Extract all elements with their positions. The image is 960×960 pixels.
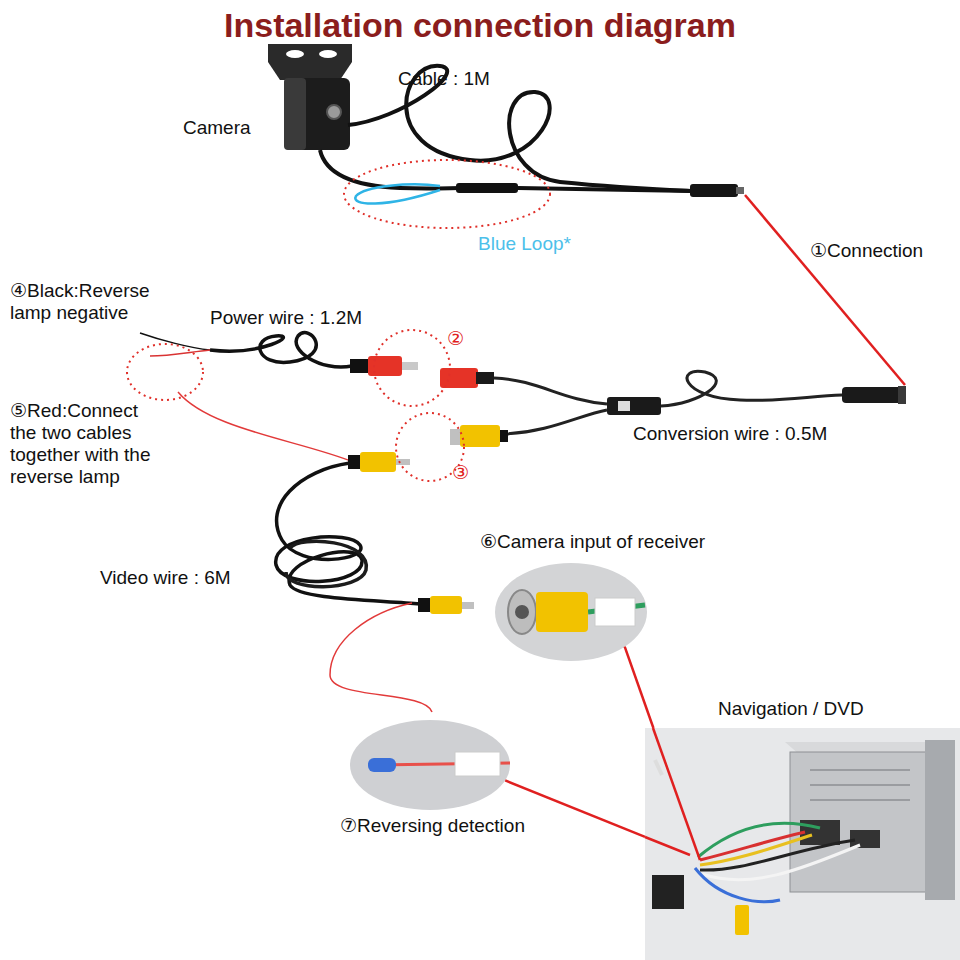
callout-label: ⑤Red:Connect the two cables together wit… <box>10 400 160 488</box>
node-heading: Navigation / DVD <box>718 698 948 720</box>
black-wire <box>140 333 210 350</box>
yellow-rca-plug <box>430 596 462 614</box>
socket-rear <box>476 372 494 384</box>
blue-loop <box>355 184 440 203</box>
bracket-hole <box>319 50 337 58</box>
photo-circle <box>495 563 647 661</box>
length-label: Cable : 1M <box>398 68 548 90</box>
camera-cable <box>518 188 692 191</box>
red-wire <box>150 350 210 356</box>
bracket-hole <box>286 50 304 58</box>
video-wire <box>276 463 420 604</box>
length-label: Conversion wire : 0.5M <box>633 423 893 445</box>
photo-circle <box>350 720 510 810</box>
diagram-title: Installation connection diagram <box>0 4 960 46</box>
node-heading: ⑦Reversing detection <box>340 815 600 837</box>
callout-number: ③ <box>452 462 482 484</box>
note-label: Blue Loop* <box>478 233 618 255</box>
plug-tip <box>462 602 474 609</box>
callout-label: ④Black:Reverse lamp negative <box>10 280 185 324</box>
red-dc-plug <box>368 356 402 376</box>
camera-cable <box>348 66 692 191</box>
receiver-input-photo: ⑥Camera input of receiver <box>495 563 647 661</box>
camera-screw <box>327 105 341 119</box>
camera-side <box>284 78 306 150</box>
node-outline <box>495 563 647 661</box>
plug-sleeve <box>350 359 370 373</box>
power-wire <box>210 333 352 367</box>
reverse-wire-photo: ⑦Reversing detection <box>350 720 510 810</box>
heat-shrink <box>456 183 518 193</box>
socket-rim <box>450 429 462 445</box>
dotted-highlight <box>374 330 450 406</box>
yellow-rca-plug <box>360 452 396 472</box>
callout-number: ② <box>447 328 477 350</box>
head-unit-photo: Navigation / DVD <box>645 728 960 960</box>
leader-line <box>505 780 645 836</box>
plug-sleeve <box>418 598 430 612</box>
plug-tip <box>396 459 410 465</box>
video-wire <box>286 541 366 587</box>
dotted-highlight <box>344 160 550 228</box>
conversion-wire <box>494 378 607 404</box>
junction-tag <box>618 401 630 411</box>
camera-bracket <box>268 44 352 80</box>
node-heading: ⑥Camera input of receiver <box>480 531 770 553</box>
length-label: Video wire : 6M <box>100 567 270 589</box>
plug-sleeve <box>348 455 360 469</box>
red-trigger-wire <box>178 392 356 463</box>
red-trigger-wire <box>330 603 432 712</box>
callout-label: ①Connection <box>810 240 960 262</box>
conversion-wire <box>505 410 607 434</box>
dotted-highlight <box>127 344 203 400</box>
camera-body <box>284 78 350 150</box>
camera-plug <box>690 184 738 197</box>
camera-cable <box>320 150 460 188</box>
camera-jack <box>842 387 906 403</box>
yellow-rca-socket <box>460 425 500 447</box>
red-dc-socket <box>440 368 478 388</box>
connection-line <box>745 195 905 385</box>
node-outline <box>350 720 510 810</box>
length-label: Power wire : 1.2M <box>210 307 410 329</box>
leader-line <box>625 647 654 728</box>
plug-tip <box>736 187 744 194</box>
plug-tip <box>402 362 418 370</box>
part-label: Camera <box>183 117 303 139</box>
junction-box <box>607 397 661 415</box>
socket-rear <box>500 430 508 442</box>
jack-rim <box>898 386 906 404</box>
conversion-wire <box>661 371 842 406</box>
